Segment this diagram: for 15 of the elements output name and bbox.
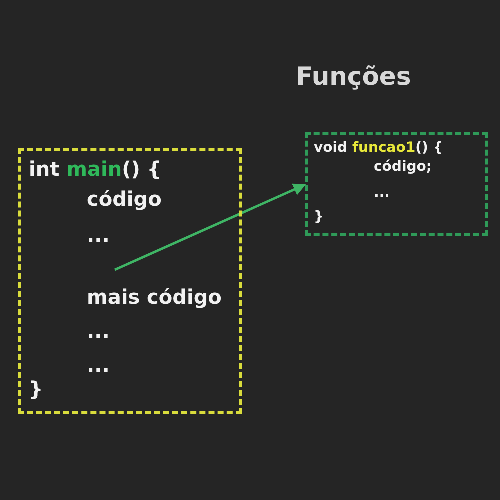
code-line: ... [374, 185, 390, 201]
code-line: mais código [87, 285, 222, 309]
code-line: código; [374, 159, 432, 175]
code-line: } [314, 209, 324, 225]
code-line: ... [87, 319, 110, 343]
code-line: ... [87, 223, 110, 247]
code-line: } [29, 377, 44, 401]
title: Funções [296, 62, 412, 91]
code-line: int main() { [29, 157, 162, 181]
code-line: void funcao1() { [314, 140, 444, 156]
code-block [305, 132, 488, 236]
code-line: ... [87, 353, 110, 377]
arrow [114, 184, 306, 272]
code-line: código [87, 187, 162, 211]
code-block [18, 148, 242, 414]
